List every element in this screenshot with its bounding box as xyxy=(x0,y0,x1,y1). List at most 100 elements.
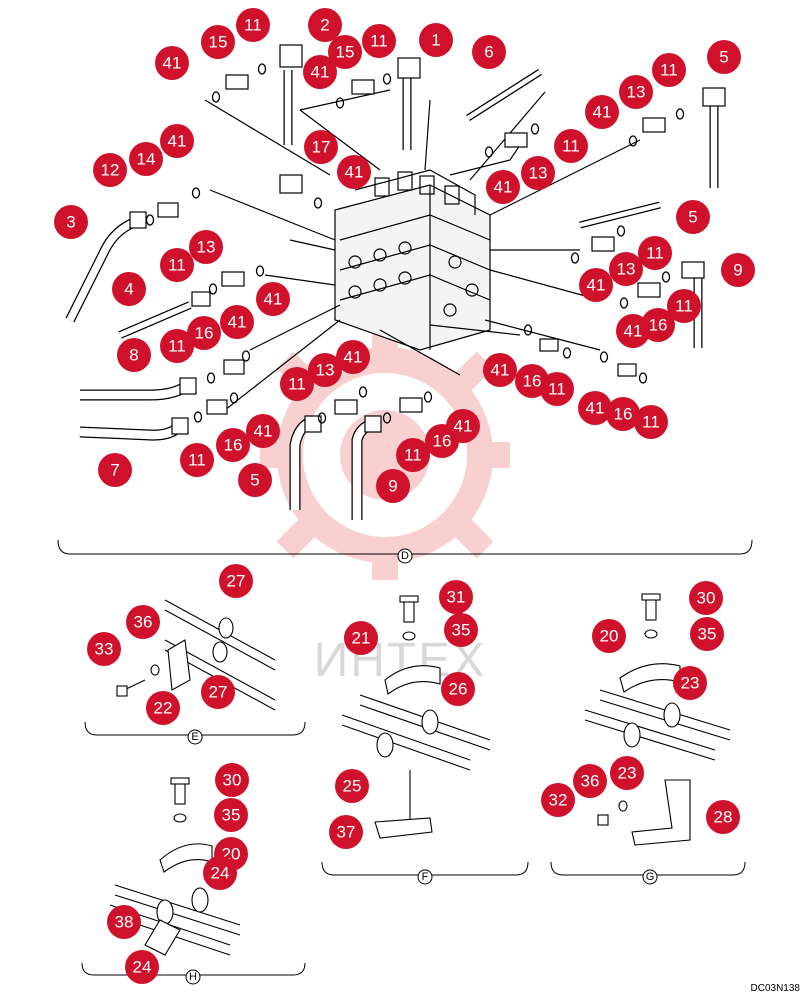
callout-badge xyxy=(93,153,127,187)
callout-badge xyxy=(98,453,132,487)
callout-number: 37 xyxy=(337,823,356,842)
callout-badge xyxy=(328,35,362,69)
callout-part-41: 41 xyxy=(155,46,189,80)
callout-part-27: 27 xyxy=(201,675,235,709)
callout-badge xyxy=(419,23,453,57)
callout-number: 11 xyxy=(370,32,388,51)
callout-number: 16 xyxy=(649,316,668,335)
callout-number: 35 xyxy=(698,625,717,644)
callout-badge xyxy=(592,619,626,653)
callout-part-14: 14 xyxy=(129,142,163,176)
callout-number: 41 xyxy=(228,313,247,332)
callout-part-41: 41 xyxy=(585,95,619,129)
callout-part-41: 41 xyxy=(578,391,612,425)
callout-badge xyxy=(160,329,194,363)
callout-badge xyxy=(246,414,280,448)
callout-badge xyxy=(54,205,88,239)
section-label-e: E xyxy=(191,731,198,743)
callout-badge xyxy=(554,129,588,163)
callout-number: 16 xyxy=(614,405,633,424)
callout-part-3: 3 xyxy=(54,205,88,239)
callout-part-25: 25 xyxy=(335,769,369,803)
callout-part-41: 41 xyxy=(220,305,254,339)
callout-badge xyxy=(396,438,430,472)
callout-part-35: 35 xyxy=(690,617,724,651)
callout-part-11: 11 xyxy=(652,53,686,87)
callout-part-41: 41 xyxy=(616,314,650,348)
callout-badge xyxy=(117,338,151,372)
callout-badge xyxy=(304,130,338,164)
callout-number: 11 xyxy=(642,413,660,432)
callout-badge xyxy=(579,268,613,302)
callout-part-11: 11 xyxy=(160,329,194,363)
callout-part-13: 13 xyxy=(189,230,223,264)
callout-number: 7 xyxy=(110,461,119,480)
callout-badge xyxy=(215,763,249,797)
callout-number: 3 xyxy=(66,213,75,232)
callout-part-20: 20 xyxy=(592,619,626,653)
callout-number: 24 xyxy=(133,958,152,977)
callout-part-11: 11 xyxy=(634,405,668,439)
callout-badge xyxy=(219,564,253,598)
callout-badge xyxy=(652,53,686,87)
callout-part-41: 41 xyxy=(336,340,370,374)
callout-badge xyxy=(125,950,159,984)
section-label-d: D xyxy=(401,550,409,562)
callout-part-28: 28 xyxy=(706,800,740,834)
callout-badge xyxy=(280,367,314,401)
callout-part-24: 24 xyxy=(125,950,159,984)
callout-part-41: 41 xyxy=(160,124,194,158)
callout-part-37: 37 xyxy=(329,815,363,849)
callout-badge xyxy=(376,469,410,503)
callout-badge xyxy=(308,353,342,387)
callout-badge xyxy=(303,55,337,89)
callout-number: 33 xyxy=(95,640,114,659)
callout-number: 13 xyxy=(617,260,636,279)
callout-number: 8 xyxy=(129,346,138,365)
callout-part-32: 32 xyxy=(541,783,575,817)
callout-number: 13 xyxy=(627,83,646,102)
callout-part-12: 12 xyxy=(93,153,127,187)
callout-part-11: 11 xyxy=(554,129,588,163)
callout-part-22: 22 xyxy=(146,691,180,725)
callout-number: 11 xyxy=(660,61,678,80)
callout-part-35: 35 xyxy=(444,613,478,647)
callout-part-41: 41 xyxy=(483,353,517,387)
callout-badge xyxy=(585,95,619,129)
callout-part-2: 2 xyxy=(308,8,342,42)
callout-badge xyxy=(336,340,370,374)
callout-badge xyxy=(112,272,146,306)
callout-part-5: 5 xyxy=(676,200,710,234)
callout-part-27: 27 xyxy=(219,564,253,598)
callout-badge xyxy=(638,236,672,270)
callout-number: 41 xyxy=(586,399,605,418)
callout-number: 41 xyxy=(264,290,283,309)
callout-number: 20 xyxy=(600,627,619,646)
callout-badge xyxy=(673,666,707,700)
section-labels: D E F G H xyxy=(185,548,658,985)
callout-badge xyxy=(308,8,342,42)
callout-badge xyxy=(329,815,363,849)
callout-number: 22 xyxy=(154,699,173,718)
callout-part-9: 9 xyxy=(721,253,755,287)
callout-number: 1 xyxy=(431,31,440,50)
callout-part-13: 13 xyxy=(609,252,643,286)
callout-part-24: 24 xyxy=(203,856,237,890)
callout-badge xyxy=(610,756,644,790)
callout-badge xyxy=(706,800,740,834)
callout-badge xyxy=(107,905,141,939)
callout-badge xyxy=(578,391,612,425)
callout-badge xyxy=(155,46,189,80)
callout-part-38: 38 xyxy=(107,905,141,939)
callout-number: 13 xyxy=(316,361,335,380)
callout-part-7: 7 xyxy=(98,453,132,487)
callout-badge xyxy=(472,35,506,69)
callout-part-15: 15 xyxy=(201,25,235,59)
callout-number: 11 xyxy=(288,375,306,394)
callout-number: 23 xyxy=(681,674,700,693)
callout-number: 16 xyxy=(195,324,214,343)
callout-number: 41 xyxy=(163,54,182,73)
callout-part-8: 8 xyxy=(117,338,151,372)
callout-badge xyxy=(344,621,378,655)
